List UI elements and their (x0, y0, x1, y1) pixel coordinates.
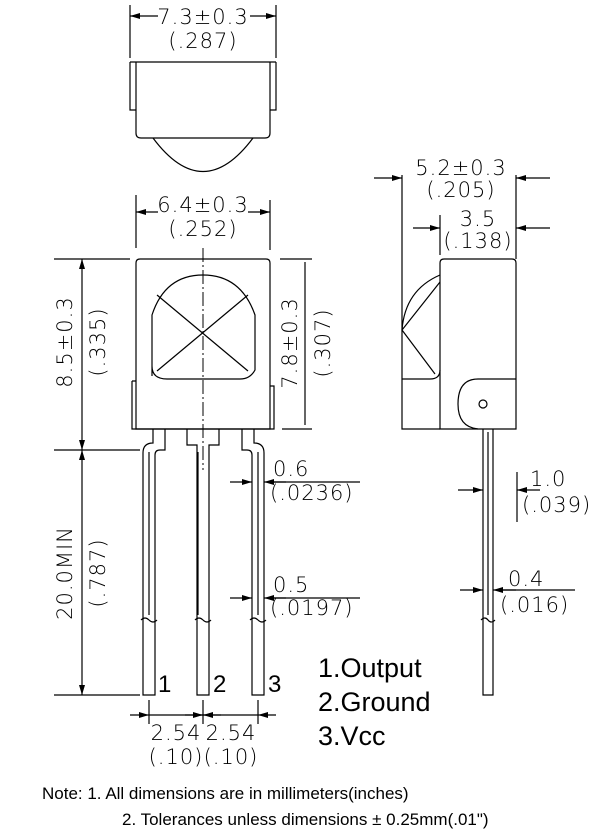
side-view: 5.2±0.3 (.205) 3.5 (.138) 1.0 (.039) 0.4… (374, 156, 591, 696)
front-view: 1 2 3 6.4±0.3 (.252) 8.5±0.3 (.335) 20.0… (53, 193, 360, 769)
lead-length-mm: 20.0MIN (53, 526, 77, 620)
pitch1-mm: 2.54 (151, 721, 202, 745)
depth-mm: 5.2±0.3 (415, 156, 506, 180)
top-view: 7.3±0.3 (.287) (129, 5, 277, 172)
body-height-in: (.307) (311, 308, 335, 377)
top-width-mm: 7.3±0.3 (157, 5, 248, 29)
lead-width-mm: 0.6 (273, 457, 309, 481)
pin-number-1: 1 (158, 671, 171, 698)
note-1: Note: 1. All dimensions are in millimete… (42, 784, 409, 803)
pin-number-2: 2 (213, 671, 226, 698)
height-mm: 8.5±0.3 (53, 296, 77, 387)
front-width-mm: 6.4±0.3 (157, 193, 248, 217)
front-width-in: (.252) (168, 217, 237, 241)
lead-tip-in: (.0197) (270, 596, 354, 620)
note-2: 2. Tolerances unless dimensions ± 0.25mm… (122, 810, 489, 829)
pin-1-label: 1.Output (318, 653, 422, 683)
lead-width-in: (.0236) (270, 481, 354, 505)
depth-in: (.205) (426, 178, 495, 202)
pitch2-in: (.10) (204, 745, 259, 769)
lead-tip-mm: 0.5 (273, 573, 309, 597)
pitch2-mm: 2.54 (206, 721, 257, 745)
lead-length-in: (.787) (86, 538, 110, 607)
body-depth-mm: 3.5 (460, 207, 496, 231)
pin-3-label: 3.Vcc (318, 721, 386, 751)
lead-thick-mm: 1.0 (530, 467, 566, 491)
body-height-mm: 7.8±0.3 (278, 297, 302, 388)
pin-2-label: 2.Ground (318, 687, 431, 717)
height-in: (.335) (86, 307, 110, 376)
side-lead-tip-mm: 0.4 (508, 567, 544, 591)
pin-legend: 1.Output 2.Ground 3.Vcc (318, 653, 431, 751)
side-lead-tip-in: (.016) (500, 593, 569, 617)
top-width-in: (.287) (168, 29, 237, 53)
notes: Note: 1. All dimensions are in millimete… (42, 784, 489, 829)
pin-number-3: 3 (268, 671, 281, 698)
body-depth-in: (.138) (443, 229, 512, 253)
pitch1-in: (.10) (149, 745, 204, 769)
lead-thick-in: (.039) (522, 493, 591, 517)
